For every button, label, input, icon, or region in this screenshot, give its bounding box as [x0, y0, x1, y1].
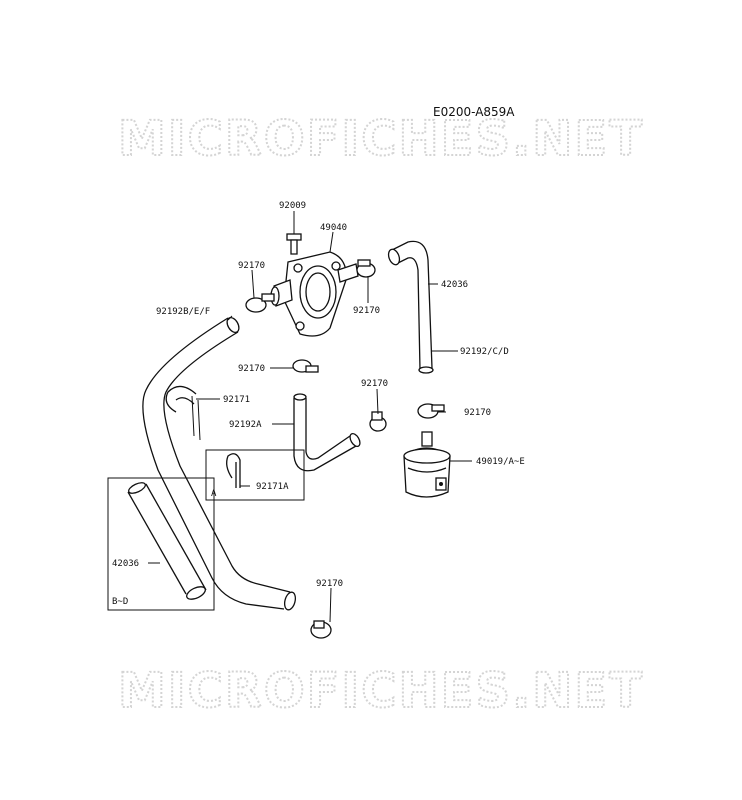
- clip-92171: [165, 385, 201, 441]
- hose-92192a: [293, 393, 361, 472]
- label-92170-c: 92170: [238, 364, 265, 374]
- label-42036-a: 42036: [441, 280, 468, 290]
- label-92170-d: 92170: [361, 379, 388, 389]
- label-92170-b: 92170: [353, 306, 380, 316]
- leader-lines: [148, 211, 472, 623]
- label-92171: 92171: [223, 395, 250, 405]
- label-42036-b: 42036: [112, 559, 139, 569]
- diagram-code: E0200-A859A: [433, 105, 515, 119]
- box-bd-label: B~D: [112, 597, 128, 607]
- label-92170-a: 92170: [238, 261, 265, 271]
- bolt-92009: [286, 233, 302, 255]
- hose-92192bef: [142, 316, 297, 611]
- clamp-92170-e: [417, 403, 445, 419]
- label-92192a: 92192A: [229, 420, 262, 430]
- label-92170-f: 92170: [316, 579, 343, 589]
- clamp-92170-c: [292, 359, 319, 373]
- label-92170-e: 92170: [464, 408, 491, 418]
- clamp-92170-d: [369, 411, 387, 432]
- fuel-pump-49040: [270, 251, 359, 337]
- fuel-filter-49019: [403, 431, 451, 498]
- label-92192cd: 92192/C/D: [460, 347, 509, 357]
- box-bd: [107, 477, 215, 611]
- clamp-92170-a: [245, 293, 275, 313]
- box-a: [205, 449, 305, 501]
- label-92009: 92009: [279, 201, 306, 211]
- watermark-bottom: MICROFICHES.NET: [118, 663, 644, 719]
- clamp-92170-f: [310, 620, 332, 639]
- hose-42036-short: [127, 482, 207, 600]
- watermark-top: MICROFICHES.NET: [118, 111, 644, 167]
- label-92192bef: 92192B/E/F: [156, 307, 210, 317]
- label-92171a: 92171A: [256, 482, 289, 492]
- label-49019: 49019/A~E: [476, 457, 525, 467]
- hose-92192cd: [387, 240, 434, 374]
- label-49040: 49040: [320, 223, 347, 233]
- clamp-92170-b: [356, 259, 376, 278]
